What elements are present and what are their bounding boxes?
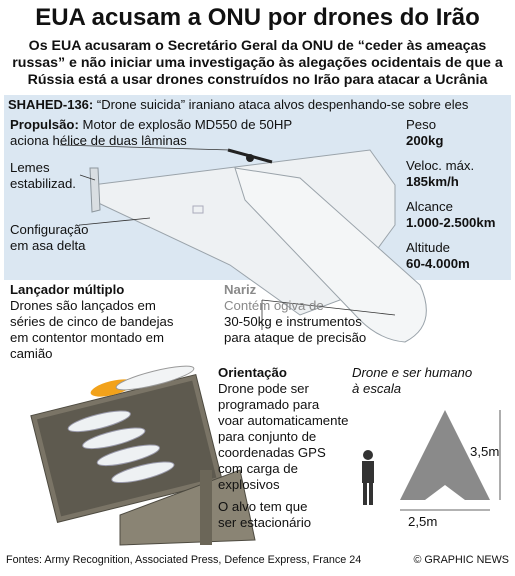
footer-sources: Fontes: Army Recognition, Associated Pre… [6, 554, 362, 566]
stat-range-label: Alcance [406, 199, 453, 214]
stat-weight-label: Peso [406, 117, 437, 132]
drone-fuselage [234, 167, 427, 343]
scale-width-label: 2,5m [408, 514, 438, 529]
stat-range-value: 1.000-2.500km [406, 215, 496, 230]
wing-panel [192, 205, 204, 214]
launched-drone [115, 365, 195, 391]
nose-text: Nariz Contém ogiva de 30-50kg e instrume… [224, 282, 367, 345]
footer-brand: © GRAPHIC NEWS [413, 554, 509, 566]
drone-name: SHAHED-136: [8, 97, 94, 112]
drone-silhouette [400, 410, 490, 500]
subtitle: Os EUA acusaram o Secretário Geral da ON… [12, 38, 503, 88]
stat-altitude-value: 60-4.000m [406, 256, 470, 271]
orientation-text: Orientação Drone pode ser programado par… [218, 365, 349, 530]
banner: SHAHED-136: “Drone suicida” iraniano ata… [8, 97, 468, 112]
stat-speed-value: 185km/h [406, 174, 459, 189]
stat-speed-label: Veloc. máx. [406, 158, 475, 173]
propulsion-heading: Propulsão: [10, 117, 79, 132]
propulsion-text: Propulsão: Motor de explosão MD550 de 50… [10, 117, 293, 148]
stat-weight-value: 200kg [406, 133, 444, 148]
scale-height-label: 3,5m [470, 444, 500, 459]
stat-altitude-label: Altitude [406, 240, 450, 255]
human-silhouette [362, 450, 374, 505]
launcher-truck [30, 373, 224, 524]
page-title: EUA acusam a ONU por drones do Irão [35, 4, 480, 31]
launcher-text: Lançador múltiplo Drones são lançados em… [10, 282, 174, 361]
drone-description: “Drone suicida” iraniano ataca alvos des… [96, 97, 469, 112]
drone-rudder [89, 167, 101, 213]
